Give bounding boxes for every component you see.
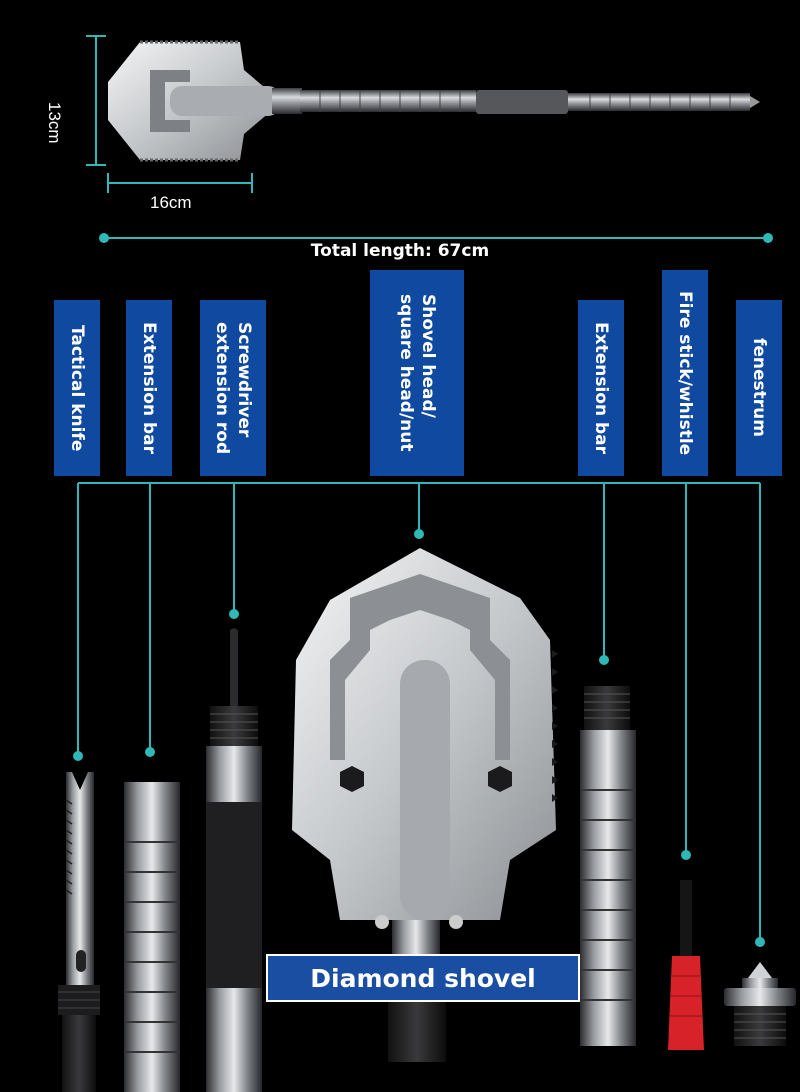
height-dimension-label: 13cm bbox=[45, 102, 64, 144]
connector-lines bbox=[73, 482, 765, 947]
extension-bar-right-part bbox=[580, 686, 636, 1046]
tag-screwdriver: Screwdriver extension rod bbox=[200, 300, 266, 476]
tag-label: Screwdriver extension rod bbox=[212, 321, 254, 455]
fenestrum-part bbox=[724, 962, 796, 1046]
screwdriver-part bbox=[206, 628, 262, 1092]
tag-label: Extension bar bbox=[591, 321, 611, 454]
tag-label: Fire stick/whistle bbox=[675, 290, 695, 456]
tag-shovel-head: Shovel head/ square head/nut bbox=[370, 270, 464, 476]
tactical-knife-part bbox=[58, 772, 100, 1092]
tag-label: Extension bar bbox=[139, 321, 159, 454]
tag-tactical-knife: Tactical knife bbox=[54, 300, 100, 476]
assembled-shovel bbox=[108, 40, 760, 162]
tag-label: Shovel head/ square head/nut bbox=[396, 294, 438, 452]
dimension-lines bbox=[86, 35, 773, 243]
extension-bar-left-part bbox=[124, 782, 180, 1092]
diamond-shovel-banner: Diamond shovel bbox=[266, 954, 580, 1002]
diamond-shovel-part bbox=[292, 548, 558, 1062]
tag-extension-bar-right: Extension bar bbox=[578, 300, 624, 476]
tag-label: Tactical knife bbox=[67, 324, 87, 452]
fire-stick-part bbox=[668, 880, 704, 1050]
width-dimension-label: 16cm bbox=[150, 193, 192, 212]
tag-extension-bar-left: Extension bar bbox=[126, 300, 172, 476]
tag-label: fenestrum bbox=[749, 338, 769, 438]
tag-fenestrum: fenestrum bbox=[736, 300, 782, 476]
tag-fire-stick: Fire stick/whistle bbox=[662, 270, 708, 476]
total-length-label: Total length: 67cm bbox=[310, 241, 490, 261]
